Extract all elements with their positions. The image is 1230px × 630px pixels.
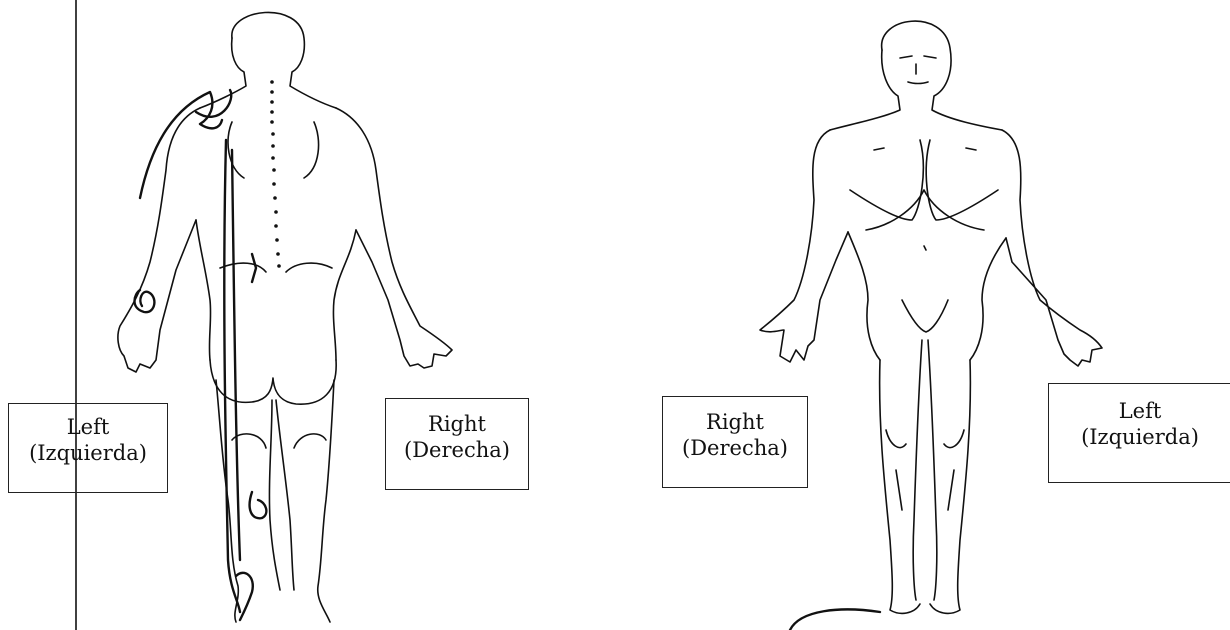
handwritten-circle-hand (135, 290, 155, 312)
back-head (232, 12, 336, 108)
back-left-arm (118, 108, 200, 372)
back-view-figure (118, 12, 452, 622)
front-head (882, 21, 1002, 130)
left-label-line1: Left (1049, 384, 1230, 424)
left-label-line1: Left (9, 404, 167, 440)
spine-dots (270, 80, 281, 268)
handwritten-letter-calf (250, 492, 267, 518)
front-left-arm (1002, 130, 1102, 366)
right-label-line2: (Derecha) (386, 437, 528, 463)
handwritten-mark-bottom (790, 609, 880, 630)
left-label-line2: (Izquierda) (1049, 424, 1230, 450)
front-right-arm (760, 130, 848, 362)
back-view-left-label: Left (Izquierda) (8, 403, 168, 493)
handwritten-mark-shoulder (140, 92, 222, 198)
front-view-left-label: Left (Izquierda) (1048, 383, 1230, 483)
back-view-right-label: Right (Derecha) (385, 398, 529, 490)
back-buttocks (210, 360, 336, 404)
back-right-leg (318, 380, 334, 622)
front-view-right-label: Right (Derecha) (662, 396, 808, 488)
right-label-line1: Right (386, 399, 528, 437)
face-features (900, 56, 936, 84)
front-view-figure (760, 21, 1102, 630)
left-label-line2: (Izquierda) (9, 440, 167, 466)
right-label-line2: (Derecha) (663, 435, 807, 461)
right-label-line1: Right (663, 397, 807, 435)
